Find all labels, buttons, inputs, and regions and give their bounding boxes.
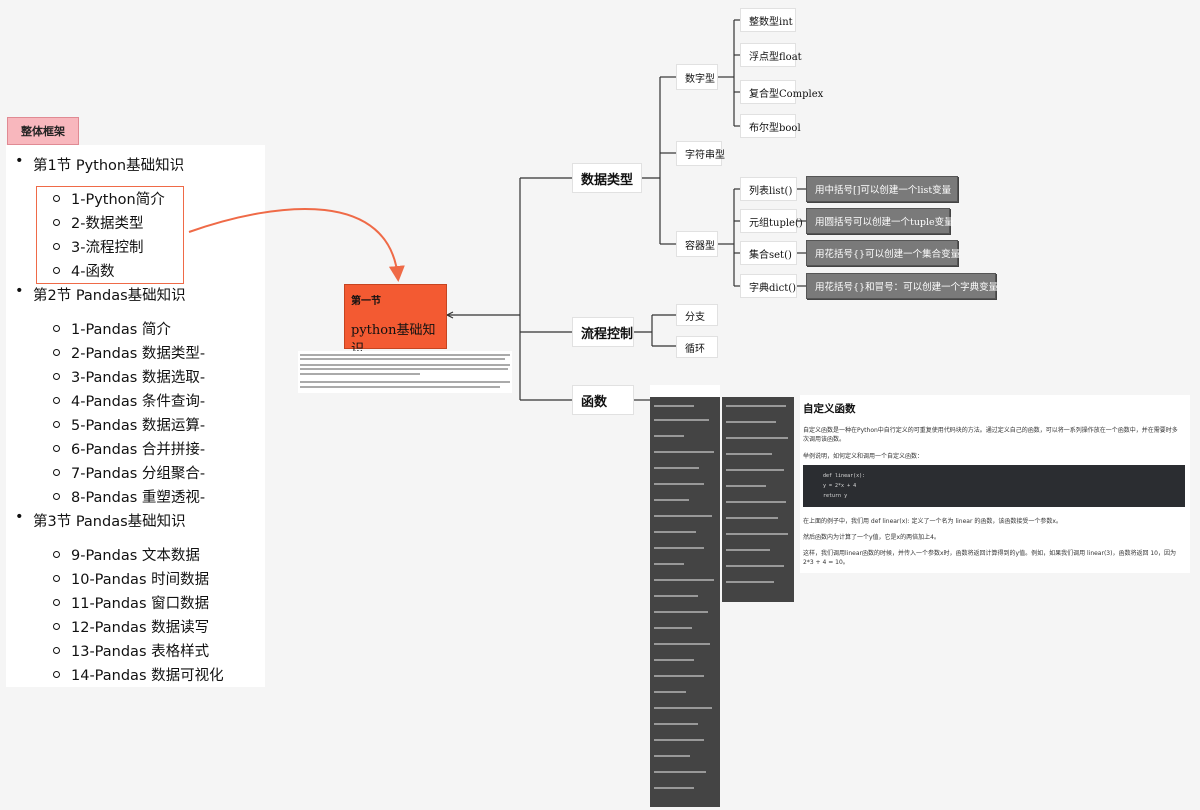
outline-item[interactable]: 4-函数 xyxy=(53,260,114,281)
outline-item[interactable]: 4-Pandas 条件查询- xyxy=(53,390,205,411)
outline-item[interactable]: 10-Pandas 时间数据 xyxy=(53,568,209,589)
outline-item[interactable]: 9-Pandas 文本数据 xyxy=(53,544,200,565)
node-bool[interactable]: 布尔型bool xyxy=(740,114,801,138)
function-definition-panel: 自定义函数 自定义函数是一种在Python中自行定义的可重复使用代码块的方法。通… xyxy=(800,395,1190,573)
node-int[interactable]: 整数型int xyxy=(740,8,796,32)
branch-functions[interactable]: 函数 xyxy=(572,385,634,415)
node-tuple[interactable]: 元组tuple() xyxy=(740,209,803,233)
node-complex[interactable]: 复合型Complex xyxy=(740,80,823,104)
note-tuple[interactable]: 用圆括号可以创建一个tuple变量 xyxy=(806,208,954,234)
outline-item[interactable]: 7-Pandas 分组聚合- xyxy=(53,462,205,483)
node-branch[interactable]: 分支 xyxy=(676,304,718,326)
code-line: y = 2*x + 4 xyxy=(823,483,857,489)
root-note xyxy=(298,351,512,393)
node-loop[interactable]: 循环 xyxy=(676,336,718,358)
function-doc-para: 自定义函数是一种在Python中自行定义的可重复使用代码块的方法。通过定义自己的… xyxy=(803,427,1178,443)
note-dict[interactable]: 用花括号{}和冒号：可以创建一个字典变量 xyxy=(806,273,998,299)
outline-item[interactable]: 11-Pandas 窗口数据 xyxy=(53,592,209,613)
node-set[interactable]: 集合set() xyxy=(740,241,797,265)
code-block: def linear(x): y = 2*x + 4 return y xyxy=(803,465,1185,507)
branch-data-types[interactable]: 数据类型 xyxy=(572,163,642,193)
code-line: return y xyxy=(823,493,848,499)
function-doc-para: 举例说明，如何定义和调用一个自定义函数： xyxy=(803,453,924,460)
function-doc-para: 这样，我们调用linear函数的时候，并传入一个参数x时，函数将返回计算得到的y… xyxy=(803,550,1176,566)
outline-item[interactable]: 6-Pandas 合并拼接- xyxy=(53,438,205,459)
highlight-box xyxy=(36,186,184,284)
root-title: 第一节 xyxy=(351,296,381,307)
outline-item[interactable]: 1-Python简介 xyxy=(53,188,165,209)
outline-item[interactable]: 8-Pandas 重塑透视- xyxy=(53,486,205,507)
outline-item[interactable]: 1-Pandas 简介 xyxy=(53,318,171,339)
outline-section-2[interactable]: 第2节 Pandas基础知识 xyxy=(15,283,186,305)
node-dict[interactable]: 字典dict() xyxy=(740,274,797,298)
note-set[interactable]: 用花括号{}可以创建一个集合变量 xyxy=(806,240,960,266)
functions-toc-image xyxy=(650,397,720,807)
outline-item[interactable]: 13-Pandas 表格样式 xyxy=(53,640,209,661)
outline-item[interactable]: 5-Pandas 数据运算- xyxy=(53,414,205,435)
node-numeric[interactable]: 数字型 xyxy=(676,64,718,90)
functions-code-image xyxy=(722,397,794,602)
outline-item[interactable]: 12-Pandas 数据读写 xyxy=(53,616,209,637)
outline-section-3[interactable]: 第3节 Pandas基础知识 xyxy=(15,509,186,531)
node-string[interactable]: 字符串型 xyxy=(676,141,725,166)
node-float[interactable]: 浮点型float xyxy=(740,43,802,67)
outline-item[interactable]: 2-Pandas 数据类型- xyxy=(53,342,205,363)
outline-section-1[interactable]: 第1节 Python基础知识 xyxy=(15,153,184,175)
function-doc-para: 然后函数内为计算了一个y值，它是x的两倍加上4。 xyxy=(803,534,940,541)
overview-tag[interactable]: 整体框架 xyxy=(7,117,79,145)
outline-item[interactable]: 2-数据类型 xyxy=(53,212,143,233)
outline-panel: 第1节 Python基础知识 1-Python简介 2-数据类型 3-流程控制 … xyxy=(6,145,265,687)
branch-control-flow[interactable]: 流程控制 xyxy=(572,317,634,347)
code-line: def linear(x): xyxy=(823,473,866,479)
node-list[interactable]: 列表list() xyxy=(740,177,797,201)
functions-doc-header xyxy=(650,385,720,397)
node-container[interactable]: 容器型 xyxy=(676,231,718,257)
function-doc-title: 自定义函数 xyxy=(803,403,856,415)
root-node[interactable]: 第一节 python基础知识 xyxy=(344,284,447,357)
curved-arrow xyxy=(188,208,405,282)
note-list[interactable]: 用中括号[]可以创建一个list变量 xyxy=(806,176,958,202)
outline-item[interactable]: 3-Pandas 数据选取- xyxy=(53,366,205,387)
function-doc-para: 在上面的例子中，我们用 def linear(x): 定义了一个名为 linea… xyxy=(803,518,1062,525)
outline-item[interactable]: 3-流程控制 xyxy=(53,236,143,257)
outline-item[interactable]: 14-Pandas 数据可视化 xyxy=(53,664,224,685)
